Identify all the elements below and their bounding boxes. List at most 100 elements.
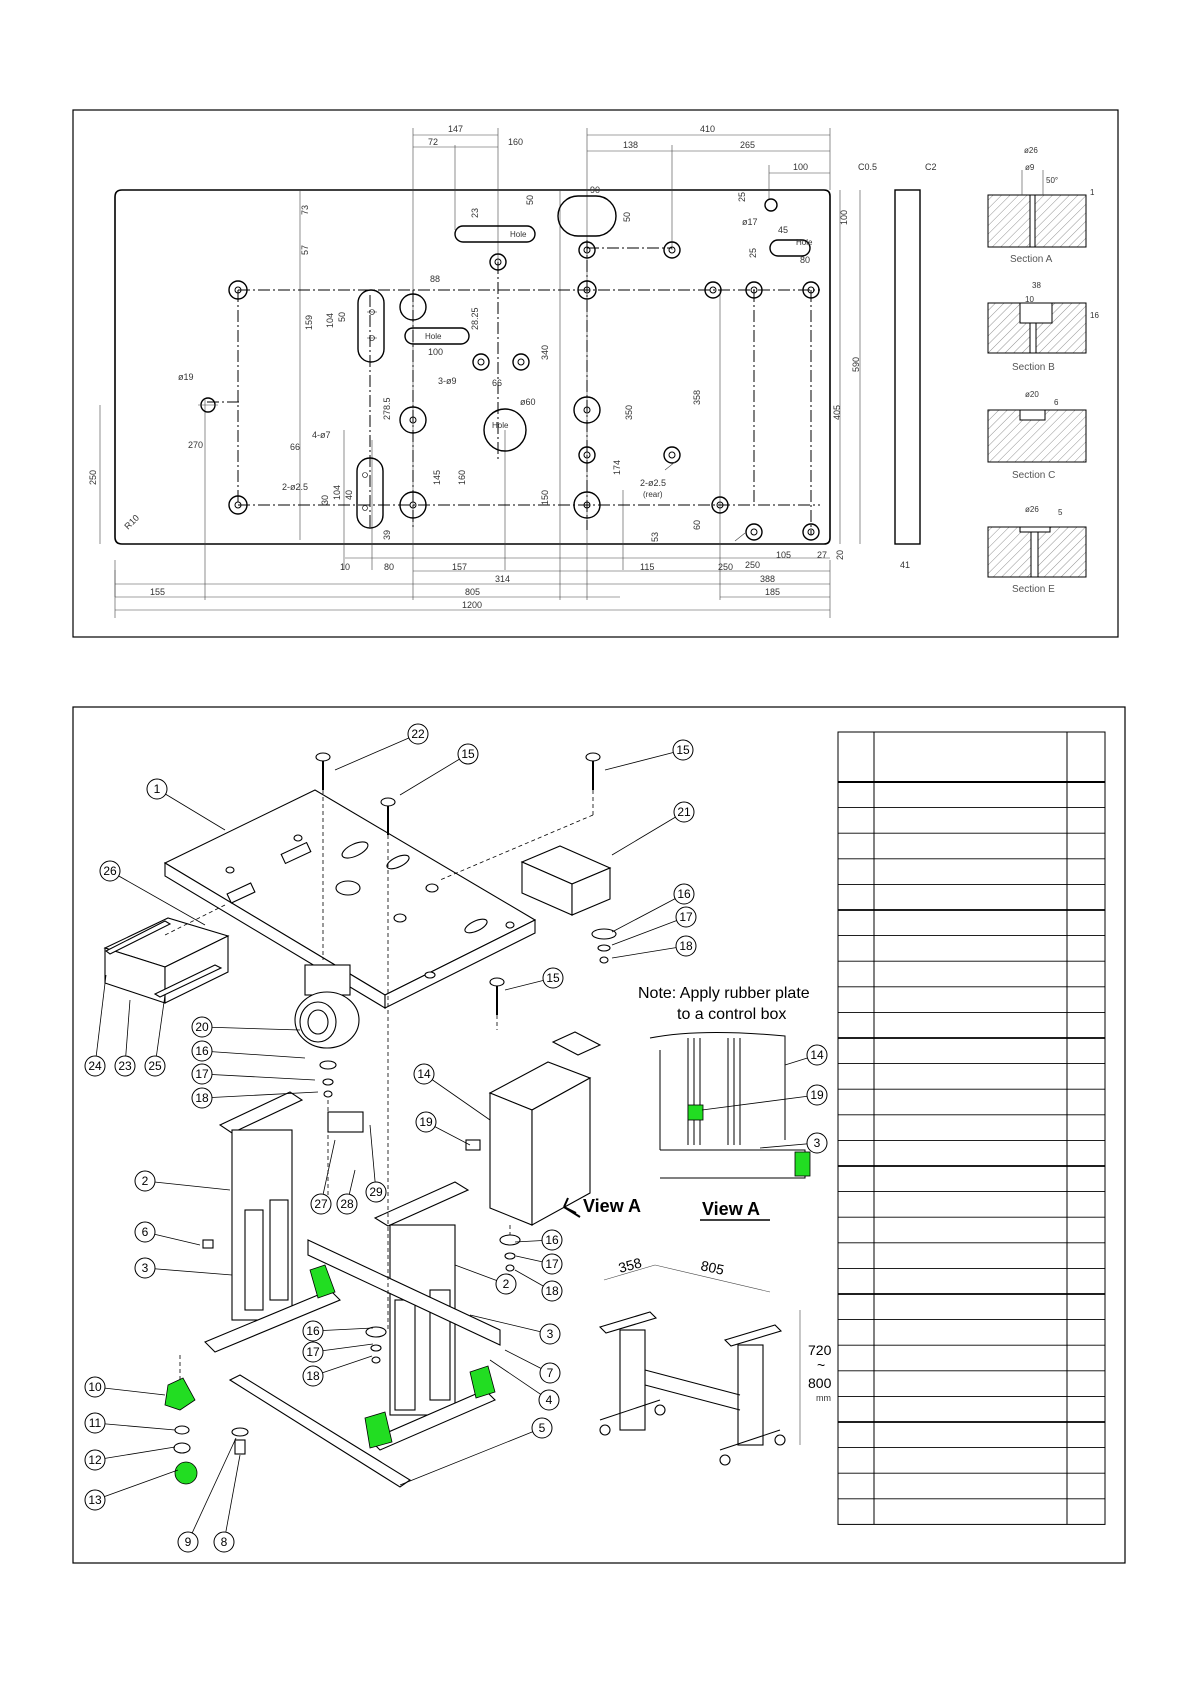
svg-text:160: 160	[508, 137, 523, 147]
svg-text:23: 23	[470, 208, 480, 218]
callout-17: 17	[515, 1253, 563, 1275]
svg-text:(rear): (rear)	[643, 490, 663, 499]
note-line-2: to a control box	[677, 1006, 786, 1023]
svg-text:25: 25	[737, 192, 747, 202]
callout-19: 19	[701, 1084, 828, 1111]
callout-number: 2	[142, 1174, 149, 1188]
svg-text:720: 720	[808, 1342, 832, 1358]
section-a: ø26 ø9 50° 1 Section A	[987, 146, 1095, 265]
svg-text:ø60: ø60	[520, 397, 536, 407]
callout-number: 24	[88, 1059, 102, 1073]
callout-13: 13	[84, 1469, 179, 1511]
callout-number: 3	[814, 1136, 821, 1150]
svg-text:Section A: Section A	[1010, 254, 1053, 265]
svg-text:41: 41	[900, 560, 910, 570]
svg-text:174: 174	[612, 460, 622, 475]
callout-2: 2	[454, 1264, 517, 1295]
plan-frame	[72, 109, 1119, 638]
callout-number: 17	[679, 910, 693, 924]
svg-text:50: 50	[337, 312, 347, 322]
view-a-arrow-icon	[563, 1197, 581, 1218]
svg-text:16: 16	[1090, 311, 1099, 320]
callout-number: 3	[142, 1261, 149, 1275]
callout-20: 20	[191, 1016, 301, 1038]
mounting-holes	[198, 198, 820, 541]
svg-text:800: 800	[808, 1375, 832, 1391]
part-control-box	[520, 845, 612, 916]
callout-number: 17	[306, 1345, 320, 1359]
callout-number: 16	[545, 1233, 559, 1247]
table-side-profile	[894, 189, 921, 545]
callout-9: 9	[177, 1437, 237, 1553]
callout-29: 29	[365, 1124, 387, 1203]
svg-text:57: 57	[300, 245, 310, 255]
svg-text:250: 250	[745, 560, 760, 570]
svg-text:159: 159	[304, 315, 314, 330]
callout-number: 18	[545, 1284, 559, 1298]
callout-number: 15	[676, 743, 690, 757]
plan-dims-mid: 88 Hole 100 28.25 3-ø9 66 ø60 Hole 340 3…	[122, 274, 861, 570]
svg-text:45: 45	[778, 225, 788, 235]
callout-17: 17	[302, 1341, 374, 1363]
svg-text:30: 30	[320, 495, 330, 505]
callout-16: 16	[302, 1320, 374, 1342]
callout-number: 23	[118, 1059, 132, 1073]
callout-number: 9	[185, 1535, 192, 1549]
svg-text:C0.5: C0.5	[858, 162, 877, 172]
callout-number: 18	[195, 1091, 209, 1105]
part-leg-right	[364, 1181, 496, 1451]
callout-number: 25	[148, 1059, 162, 1073]
part-drawer	[103, 917, 230, 1004]
callout-number: 17	[195, 1067, 209, 1081]
svg-text:39: 39	[382, 530, 392, 540]
svg-text:Hole: Hole	[425, 332, 442, 341]
callout-number: 7	[547, 1366, 554, 1380]
section-c: ø20 6 Section C	[987, 390, 1087, 481]
svg-text:100: 100	[428, 347, 443, 357]
callout-number: 15	[461, 747, 475, 761]
svg-text:Section E: Section E	[1012, 584, 1055, 595]
svg-text:145: 145	[432, 470, 442, 485]
slots	[356, 195, 811, 529]
callout-22: 22	[334, 723, 429, 771]
callout-19: 19	[415, 1111, 471, 1146]
svg-text:mm: mm	[816, 1393, 831, 1403]
callout-16: 16	[611, 883, 695, 933]
svg-text:115: 115	[640, 562, 654, 572]
svg-text:10: 10	[340, 562, 350, 572]
callout-15: 15	[604, 739, 694, 771]
view-a-arrow-label: View A	[583, 1196, 641, 1216]
callout-number: 14	[417, 1067, 431, 1081]
view-a-inset	[649, 1031, 811, 1179]
part-rail	[307, 1239, 501, 1346]
svg-text:Hole: Hole	[510, 230, 527, 239]
svg-text:314: 314	[495, 574, 510, 584]
callout-number: 6	[142, 1225, 149, 1239]
svg-text:66: 66	[290, 442, 300, 452]
svg-text:157: 157	[452, 562, 467, 572]
callout-number: 22	[411, 727, 425, 741]
callout-number: 15	[546, 971, 560, 985]
svg-text:100: 100	[793, 162, 808, 172]
callout-number: 26	[103, 864, 117, 878]
svg-text:~: ~	[817, 1357, 825, 1373]
svg-text:410: 410	[700, 124, 715, 134]
svg-text:R10: R10	[122, 513, 141, 532]
callout-number: 18	[306, 1369, 320, 1383]
svg-text:66: 66	[492, 378, 502, 388]
exploded-assembly: Note: Apply rubber plate to a control bo…	[72, 706, 1126, 1564]
svg-text:160: 160	[457, 470, 467, 485]
parts-table	[837, 731, 1106, 1525]
svg-text:Section C: Section C	[1012, 470, 1055, 481]
callout-1: 1	[146, 778, 226, 831]
svg-text:72: 72	[428, 137, 438, 147]
callout-3: 3	[134, 1257, 233, 1279]
svg-text:805: 805	[699, 1257, 725, 1278]
callout-number: 28	[340, 1197, 354, 1211]
callout-2: 2	[134, 1170, 231, 1192]
plan-dims-bottom: 10 80 157 115 250 105 27 20 41 314 388 1…	[150, 550, 910, 610]
callout-8: 8	[213, 1454, 241, 1553]
callout-18: 18	[514, 1269, 563, 1302]
svg-text:73: 73	[300, 205, 310, 215]
